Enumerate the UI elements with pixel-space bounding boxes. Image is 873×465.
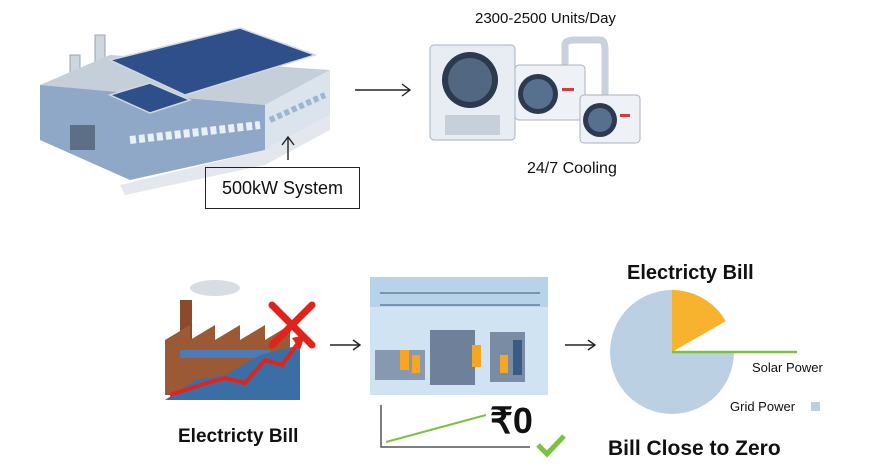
legend-grid-power: Grid Power: [730, 399, 796, 414]
legend-solar-power: Solar Power: [752, 360, 823, 375]
result-label: Bill Close to Zero: [608, 437, 781, 460]
zero-bill-value: ₹0: [490, 400, 533, 441]
pie-chart-title: Electricty Bill: [627, 262, 754, 284]
system-label-box: 500kW System: [205, 167, 360, 209]
arrow-up-icon: [281, 135, 295, 160]
pie-slice: [672, 290, 726, 352]
factory-workers-image: [370, 277, 548, 395]
electricity-bill-label: Electricty Bill: [178, 426, 299, 447]
polluting-factory-illustration: [165, 280, 305, 400]
red-x-icon: [268, 301, 316, 349]
cooling-label: 24/7 Cooling: [527, 160, 617, 177]
system-label: 500kW System: [221, 177, 344, 198]
savings-trend-chart: [380, 405, 530, 448]
cooling-units-illustration: [429, 36, 641, 144]
production-label: 2300-2500 Units/Day: [475, 10, 616, 27]
pie-chart: [610, 290, 797, 414]
factory-building: [40, 27, 330, 195]
checkmark-icon: [536, 434, 566, 458]
arrow-right-icon: [330, 339, 597, 351]
legend-swatch-grid-power: [811, 402, 820, 411]
arrow-right-icon: [355, 83, 412, 97]
